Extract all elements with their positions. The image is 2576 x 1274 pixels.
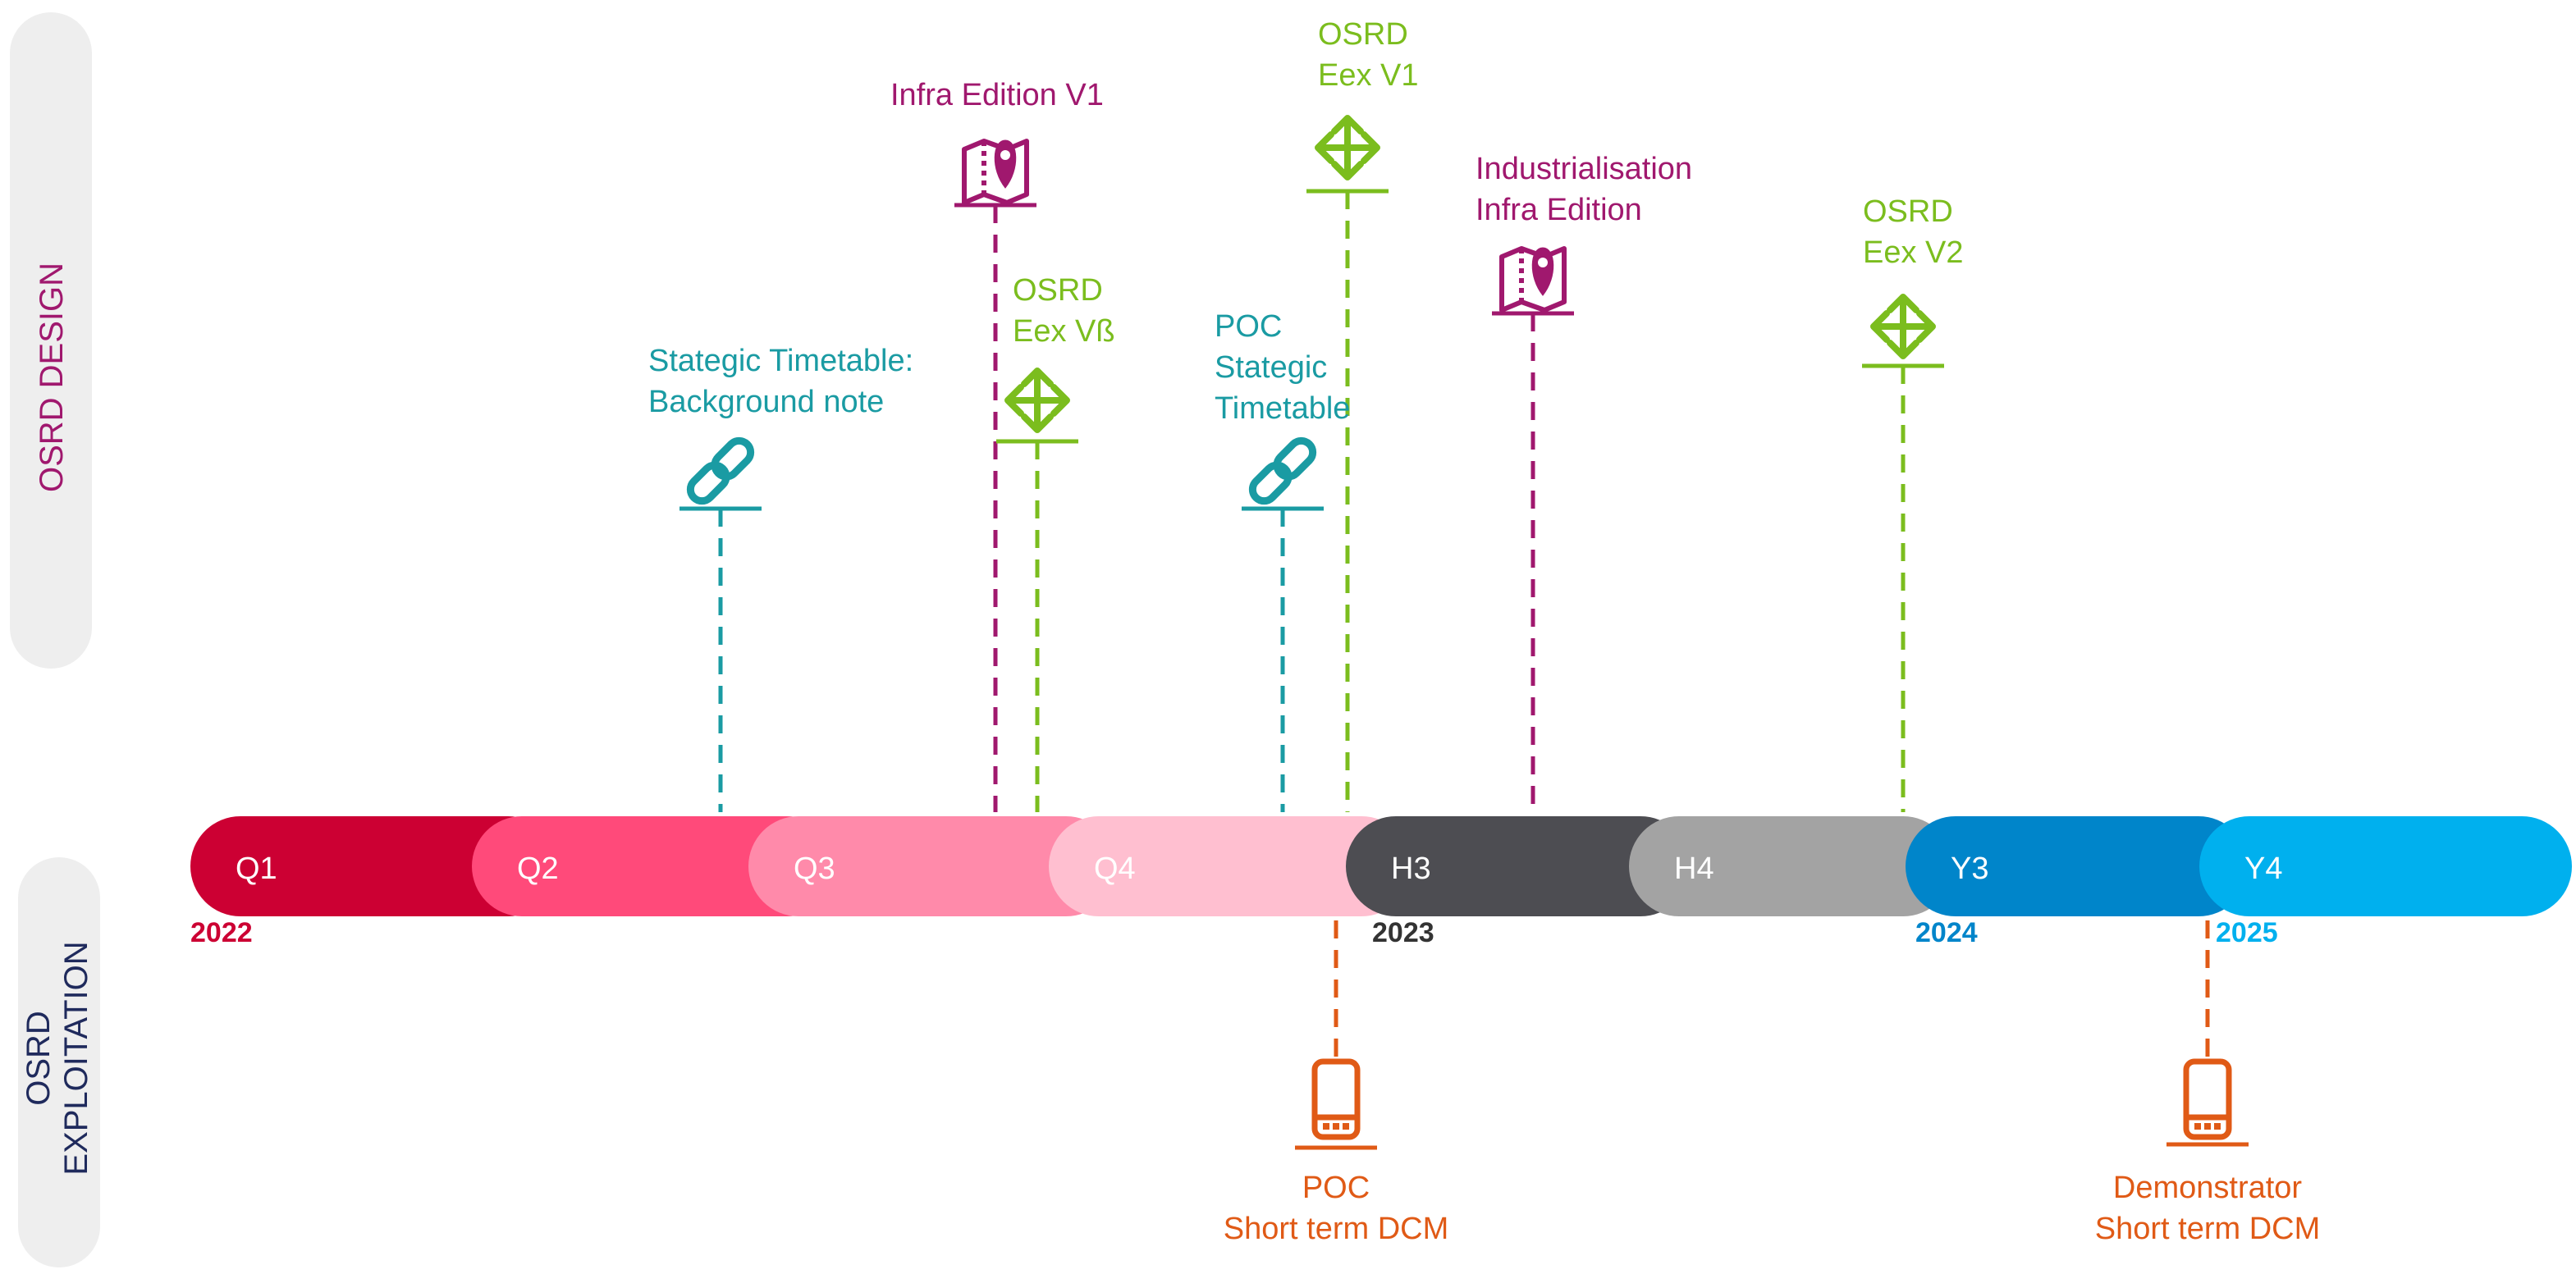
milestone: Stategic Timetable: Background note	[648, 344, 913, 511]
timeline-segment	[1629, 816, 1953, 916]
map-pin-icon	[1499, 246, 1567, 313]
mobile-phone-icon	[2183, 1058, 2232, 1140]
milestone: Infra Edition V1	[890, 78, 1104, 208]
timeline-segment	[1346, 816, 1691, 916]
milestone-label: Short term DCM	[1224, 1212, 1448, 1246]
timeline-segment-label: H3	[1391, 852, 1431, 886]
milestone-label: Eex V1	[1318, 58, 1419, 93]
milestone: OSRD Eex V1	[1306, 17, 1419, 194]
timeline-segment	[472, 816, 837, 916]
exploitation-lane-tab	[18, 857, 100, 1267]
timeline-bar: Q1 Q2 Q3 Q4 H3 H4 Y3 Y4	[190, 816, 2572, 916]
milestone-label: Timetable	[1215, 391, 1350, 426]
year-label: 2022	[190, 917, 253, 948]
move-arrows-icon	[1004, 368, 1070, 433]
mobile-phone-icon	[1311, 1058, 1361, 1140]
timeline-segment-label: Q1	[236, 852, 277, 886]
link-icon	[686, 436, 755, 505]
milestone: OSRD Eex V2	[1862, 194, 1964, 368]
timeline-segment	[1906, 816, 2249, 916]
move-arrows-icon	[1870, 294, 1936, 359]
timeline-segment	[2199, 816, 2572, 916]
milestone: OSRD Eex Vß	[996, 273, 1115, 444]
timeline-segment	[748, 816, 1116, 916]
timeline-segment-label: Q2	[517, 852, 559, 886]
timeline-segment-label: Y4	[2244, 852, 2282, 886]
milestone-label: Infra Edition	[1476, 193, 1642, 227]
milestone-label: Stategic	[1215, 350, 1327, 385]
milestone-label: OSRD	[1318, 17, 1408, 52]
design-lane-label: OSRD DESIGN	[34, 263, 70, 492]
milestone-label: Background note	[648, 385, 884, 419]
timeline-segment-label: Q3	[794, 852, 835, 886]
milestones: Stategic Timetable: Background note Infra …	[648, 17, 2320, 1246]
year-label: 2024	[1915, 917, 1978, 948]
link-icon	[1248, 436, 1317, 505]
timeline-segment	[190, 816, 558, 916]
design-lane-tab	[10, 12, 92, 669]
milestone-label: OSRD	[1863, 194, 1953, 229]
milestone-label: Infra Edition V1	[890, 78, 1104, 112]
year-label: 2023	[1372, 917, 1434, 948]
timeline-segment-label: Q4	[1094, 852, 1136, 886]
milestone-label: Short term DCM	[2095, 1212, 2320, 1246]
exploitation-lane-label-line2: EXPLOITATION	[58, 941, 94, 1175]
milestone-label: OSRD	[1013, 273, 1103, 308]
timeline-segment	[1049, 816, 1412, 916]
milestone-label: Industrialisation	[1476, 152, 1692, 186]
milestone-label: POC	[1215, 309, 1282, 344]
timeline-segment-label: Y3	[1951, 852, 1988, 886]
map-pin-icon	[962, 139, 1029, 205]
year-label: 2025	[2216, 917, 2278, 948]
milestone-label: Demonstrator	[2113, 1171, 2303, 1205]
milestone-label: POC	[1302, 1171, 1370, 1205]
exploitation-lane-label-line1: OSRD	[21, 1011, 57, 1106]
year-labels: 2022 2023 2024 2025	[190, 917, 2278, 948]
timeline-segment-label: H4	[1674, 852, 1714, 886]
milestone-label: Stategic Timetable:	[648, 344, 913, 378]
milestone: POC Short term DCM	[1224, 1058, 1448, 1246]
milestone-label: Eex V2	[1863, 235, 1964, 270]
move-arrows-icon	[1315, 115, 1380, 180]
connector-lines	[718, 191, 2210, 1059]
milestone-label: Eex Vß	[1013, 314, 1115, 349]
